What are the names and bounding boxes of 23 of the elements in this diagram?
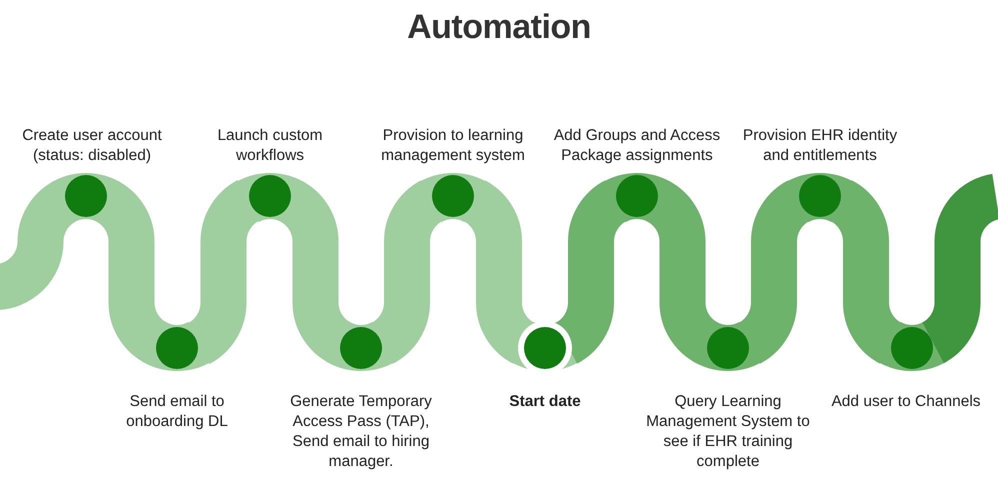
timeline-band xyxy=(0,182,77,310)
step-label: Create user account (status: disabled) xyxy=(21,126,163,166)
step-label: Query Learning Management System to see if EHR training complete xyxy=(645,392,811,472)
timeline-band xyxy=(554,181,628,363)
timeline-band xyxy=(646,182,719,362)
timeline-band xyxy=(279,182,352,362)
step-label: Generate Temporary Access Pass (TAP), Send email to hiring manager. xyxy=(289,392,433,472)
step-label: Add Groups and Access Package assignments xyxy=(552,126,722,166)
step-label: Provision EHR identity and entitlements xyxy=(742,126,898,166)
timeline-band xyxy=(738,181,810,363)
timeline-band xyxy=(186,180,260,364)
diagram-title: Automation xyxy=(407,8,591,47)
timeline-band xyxy=(921,174,998,362)
step-label: Start date xyxy=(508,392,582,412)
milestone-dot xyxy=(524,327,566,369)
step-label: Add user to Channels xyxy=(830,392,982,412)
timeline-band xyxy=(830,181,902,363)
timeline-band xyxy=(462,181,536,363)
timeline-band xyxy=(370,181,444,363)
step-label: Provision to learning management system xyxy=(380,126,526,166)
timeline-band xyxy=(95,182,168,362)
step-label: Send email to onboarding DL xyxy=(125,392,229,432)
step-label: Launch custom workflows xyxy=(216,126,324,166)
